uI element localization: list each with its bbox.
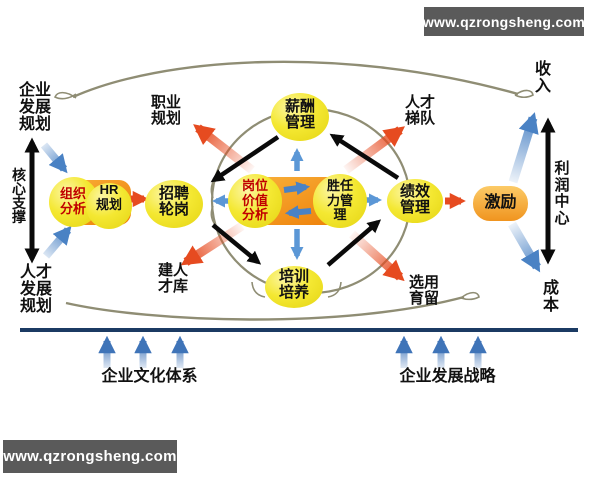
performance-to-salary-arrow [329, 133, 400, 180]
profit-center-label: 利 润 中 心 [554, 160, 570, 227]
competency-node [313, 174, 367, 228]
talent-ladder-label: 人才 梯队 [404, 94, 435, 127]
salary-node [271, 93, 329, 141]
foundation-arrows [98, 335, 487, 368]
strategy-label: 企业发展战略 [399, 368, 496, 385]
org-analysis-label: 组织 分析 [59, 186, 86, 216]
recruit-to-training-arrow [211, 223, 262, 265]
training-node [265, 266, 323, 308]
competency-label: 胜任 力管 理 [326, 178, 353, 223]
hr-plan-node [86, 183, 132, 229]
watermark-top: www.qzrongsheng.com [423, 7, 585, 36]
core-support-label: 核 心 支 撑 [12, 167, 26, 225]
culture-label: 企业文化体系 [101, 368, 198, 385]
jobvalue-to-competency-arrow [283, 181, 311, 196]
top-arc [53, 60, 534, 100]
salary-to-recruit-arrow [210, 135, 280, 183]
cost-label: 成 本 [542, 280, 559, 314]
talent-pool-label: 建人 才库 [157, 262, 188, 295]
motivation-label: 激励 [484, 194, 517, 211]
recruit-to-pool-arrow [180, 222, 245, 266]
talent-to-hr-arrow [42, 225, 72, 259]
watermark-bottom: www.qzrongsheng.com [3, 440, 177, 473]
competency-to-jobvalue-arrow [284, 205, 312, 219]
career-plan-label: 职业 规划 [150, 94, 181, 127]
salary-label: 薪酬 管理 [284, 98, 315, 131]
enterprise-plan-label: 企业 发展 规划 [18, 82, 51, 133]
performance-node [387, 179, 443, 223]
income-arrow [508, 112, 539, 184]
bottom-arc [65, 291, 480, 321]
performance-label: 绩效 管理 [399, 183, 430, 216]
performance-to-select-arrow [348, 230, 405, 282]
org-analysis-node [49, 177, 99, 227]
performance-to-ladder-arrow [343, 126, 405, 174]
talent-plan-label: 人才 发展 规划 [19, 264, 52, 315]
recruit-label: 招聘 轮岗 [158, 185, 189, 218]
hr-plan-label: HR 规划 [95, 182, 122, 212]
select-use-label: 选用 育留 [408, 274, 439, 307]
job-value-node [228, 174, 282, 228]
job-value-label: 岗位 价值 分析 [241, 178, 268, 223]
training-label: 培训 培养 [278, 268, 309, 301]
training-to-performance-arrow [326, 219, 382, 267]
recruit-node [145, 180, 203, 228]
cost-arrow [508, 221, 541, 273]
motivation-node [473, 186, 528, 221]
income-label: 收 入 [534, 61, 551, 95]
enterprise-to-hr-arrow [40, 142, 68, 174]
